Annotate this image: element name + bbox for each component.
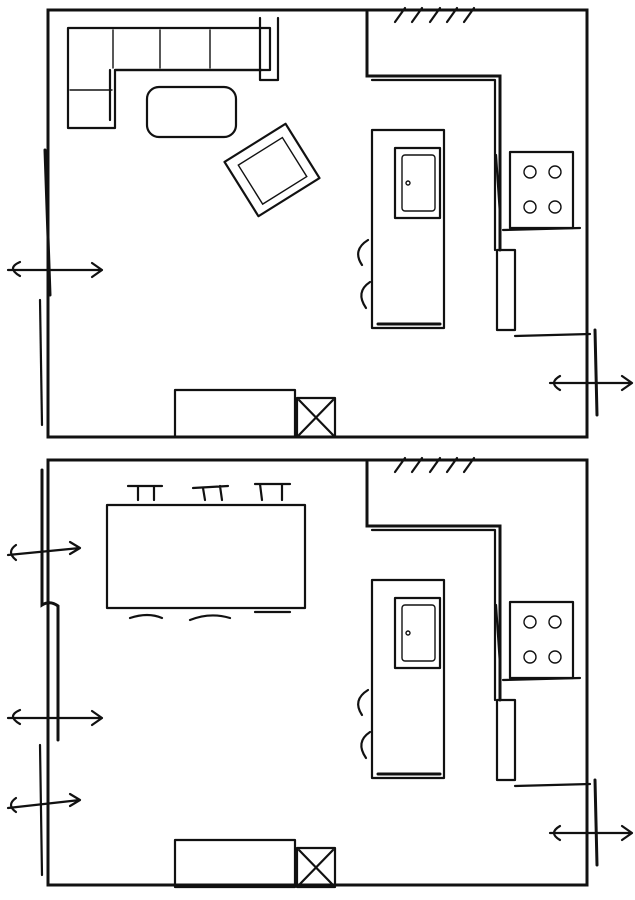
door-arrow-icon <box>6 260 104 279</box>
coffee-table-icon <box>145 85 238 139</box>
window-frame <box>40 468 60 742</box>
dining-table-icon <box>105 503 307 610</box>
door-arrow-icon <box>6 540 82 562</box>
dining-chair-icon <box>126 482 292 622</box>
sofa-icon <box>66 16 280 130</box>
plan-dining-room <box>6 456 634 889</box>
room-walls <box>46 8 589 439</box>
door-arrow-icon <box>6 792 82 814</box>
plan-living-room <box>6 6 634 439</box>
armchair-icon <box>223 122 321 218</box>
door-arrow-icon <box>6 708 104 727</box>
room-walls <box>46 458 589 887</box>
